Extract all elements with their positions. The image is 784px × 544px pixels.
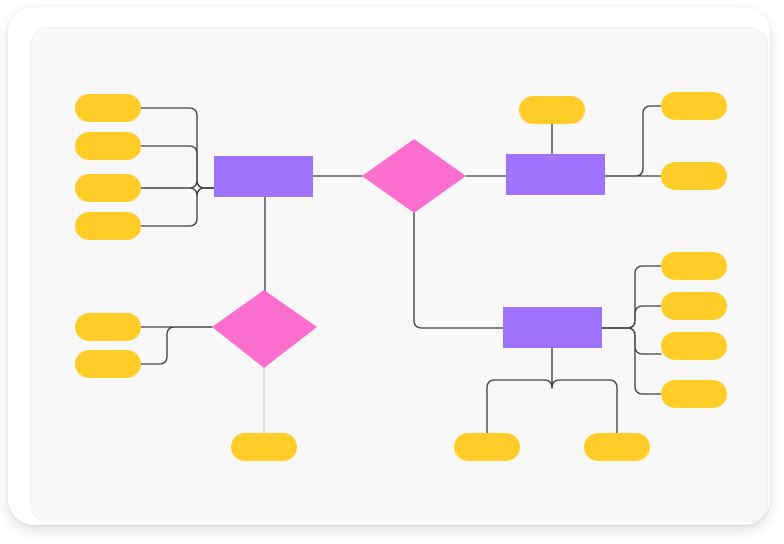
edge-pill4-to-rect1	[140, 187, 215, 227]
node-pill-7[interactable]	[661, 162, 727, 190]
edge-diamond1-to-rect3	[413, 212, 504, 329]
node-pill-6[interactable]	[661, 92, 727, 120]
node-rect-3[interactable]	[503, 307, 602, 348]
node-rect-2[interactable]	[506, 154, 605, 195]
node-pill-11[interactable]	[661, 252, 727, 280]
node-pill-13[interactable]	[661, 332, 727, 360]
edge-rect3-to-pill13	[601, 327, 662, 355]
edge-pill9-to-diamond2	[140, 326, 213, 365]
edge-pill3b-to-rect1	[140, 187, 215, 197]
edge-pill1-to-rect1	[140, 107, 215, 189]
edge-layer	[140, 105, 662, 434]
node-pill-8[interactable]	[75, 313, 141, 341]
node-pill-14[interactable]	[661, 380, 727, 408]
node-pill-16[interactable]	[584, 433, 650, 461]
edge-pill3-to-rect1	[140, 179, 215, 189]
edge-bottom-junction-to-pill15	[486, 379, 553, 434]
edge-rect3-to-pill14	[601, 327, 662, 395]
node-pill-5[interactable]	[519, 96, 585, 124]
node-pill-10[interactable]	[231, 433, 297, 461]
node-pill-2[interactable]	[75, 132, 141, 160]
edge-rect3-to-pill12	[601, 305, 662, 329]
node-pill-4[interactable]	[75, 212, 141, 240]
edge-rect2-to-pill6	[604, 105, 662, 177]
flowchart-svg[interactable]	[31, 28, 767, 521]
edge-pill2-to-rect2	[140, 145, 215, 189]
node-pill-15[interactable]	[454, 433, 520, 461]
edge-bottom-junction-to-pill16	[551, 379, 618, 434]
node-diamond-1[interactable]	[362, 139, 466, 213]
node-diamond-2[interactable]	[212, 290, 317, 368]
diagram-canvas[interactable]	[30, 27, 768, 522]
node-pill-9[interactable]	[75, 350, 141, 378]
node-pill-12[interactable]	[661, 292, 727, 320]
node-rect-1[interactable]	[214, 156, 313, 197]
node-layer	[75, 92, 727, 461]
node-pill-1[interactable]	[75, 94, 141, 122]
diagram-card	[8, 7, 770, 525]
edge-rect3-to-pill11	[601, 265, 662, 329]
node-pill-3[interactable]	[75, 174, 141, 202]
